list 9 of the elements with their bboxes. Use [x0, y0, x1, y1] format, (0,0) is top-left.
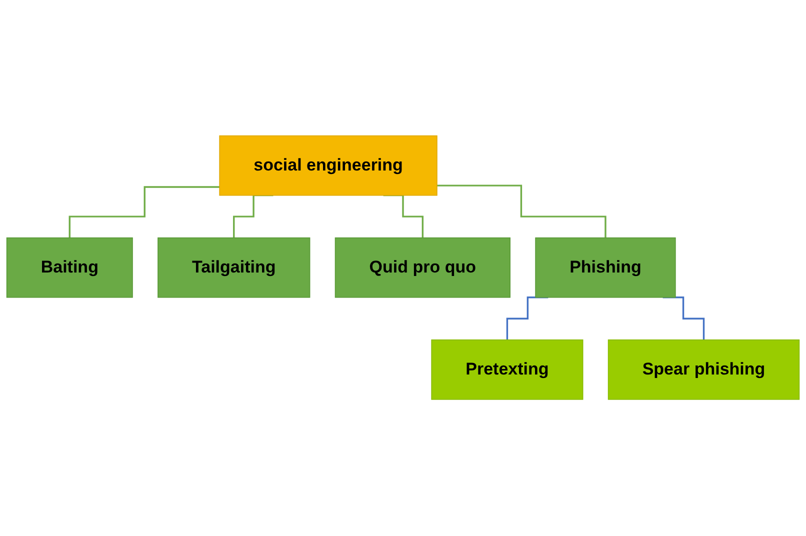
node-box: social engineering [219, 136, 438, 196]
node-box: Tailgaiting [158, 238, 310, 298]
node-box: Quid pro quo [334, 238, 510, 298]
connector [68, 186, 220, 240]
node-box: Pretexting [431, 340, 584, 400]
node-box: Phishing [535, 238, 676, 298]
node-box: Baiting [6, 238, 133, 298]
node-box: Spear phishing [608, 340, 800, 400]
connector [436, 185, 606, 240]
